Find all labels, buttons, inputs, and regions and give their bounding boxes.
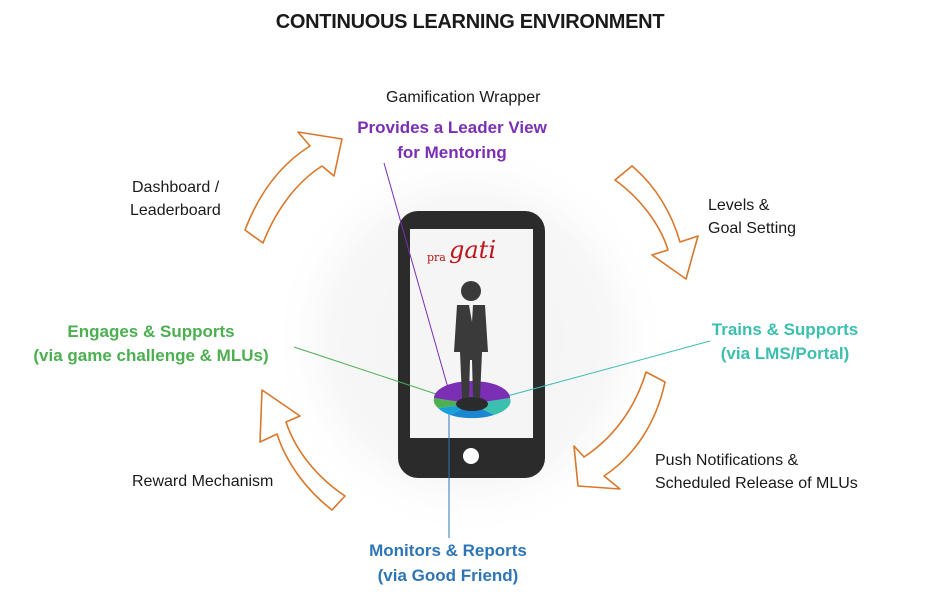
label-gamification: Gamification Wrapper [386,89,541,106]
trains-line2: (via LMS/Portal) [720,344,850,363]
cycle-arrow-icon [244,131,343,244]
label-push-line2: Scheduled Release of MLUs [655,475,858,492]
segment-teal [472,398,511,415]
trains-line1: Trains & Supports [711,320,859,339]
segment-purple [434,381,510,404]
label-levels-line1: Levels & [708,197,770,214]
leader-view-line1: Provides a Leader View [357,118,547,137]
engages-line2: (via game challenge & MLUs) [33,346,269,365]
monitors-line2: (via Good Friend) [377,566,519,585]
logo-prefix: pra [427,251,446,264]
logo-main: gati [449,236,496,264]
connector-leader [383,162,449,389]
label-dashboard-line1: Dashboard / [132,179,220,196]
person-icon [454,281,488,398]
connector-trains [499,340,711,399]
cycle-arrow-icon [614,165,699,280]
segment-blue [450,404,494,419]
home-button-icon [463,448,479,464]
label-reward: Reward Mechanism [132,473,274,490]
monitors-line1: Monitors & Reports [369,541,527,560]
engages-line1: Engages & Supports [67,322,235,341]
diagram-title: CONTINUOUS LEARNING ENVIRONMENT [275,11,665,33]
cycle-arrow-icon [259,389,346,511]
segmented-platform [433,381,511,419]
label-push-line1: Push Notifications & [655,452,799,469]
segment-green [433,398,472,408]
leader-view-line2: for Mentoring [397,143,507,162]
label-levels-line2: Goal Setting [708,220,797,237]
platform-center [456,397,488,411]
label-dashboard-line2: Leaderboard [130,202,221,219]
connector-engages [293,346,443,397]
cycle-arrow-icon [573,371,666,490]
